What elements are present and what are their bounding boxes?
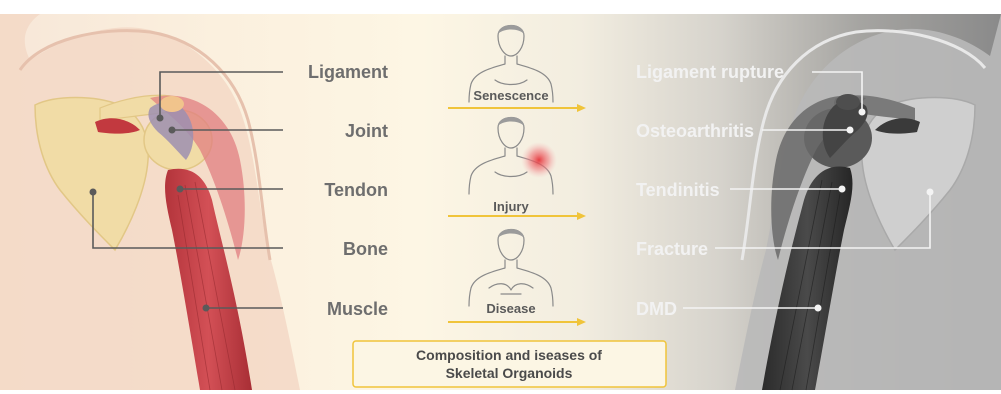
dot-osteoarthritis: [847, 127, 854, 134]
label-bone: Bone: [343, 239, 388, 259]
caption-line-1: Composition and iseases of: [416, 347, 602, 363]
label-ligament-rupture: Ligament rupture: [636, 62, 784, 82]
dot-dmd: [815, 305, 822, 312]
label-joint: Joint: [345, 121, 388, 141]
label-osteoarthritis: Osteoarthritis: [636, 121, 754, 141]
injury-glow: [521, 142, 557, 178]
label-ligament: Ligament: [308, 62, 388, 82]
label-dmd: DMD: [636, 299, 677, 319]
dot-tendinitis: [839, 186, 846, 193]
label-tendon: Tendon: [324, 180, 388, 200]
label-tendinitis: Tendinitis: [636, 180, 720, 200]
label-fracture: Fracture: [636, 239, 708, 259]
condition-disease: Disease: [486, 301, 535, 316]
dot-muscle: [203, 305, 210, 312]
dot-joint: [169, 127, 176, 134]
dot-tendon: [177, 186, 184, 193]
left-acromion: [160, 96, 184, 112]
label-muscle: Muscle: [327, 299, 388, 319]
dot-ligament-rupture: [859, 109, 866, 116]
dot-fracture: [927, 189, 934, 196]
right-acromion: [836, 94, 860, 110]
dot-bone: [90, 189, 97, 196]
condition-senescence: Senescence: [473, 88, 548, 103]
condition-injury: Injury: [493, 199, 529, 214]
dot-ligament: [157, 115, 164, 122]
caption-line-2: Skeletal Organoids: [446, 365, 573, 381]
